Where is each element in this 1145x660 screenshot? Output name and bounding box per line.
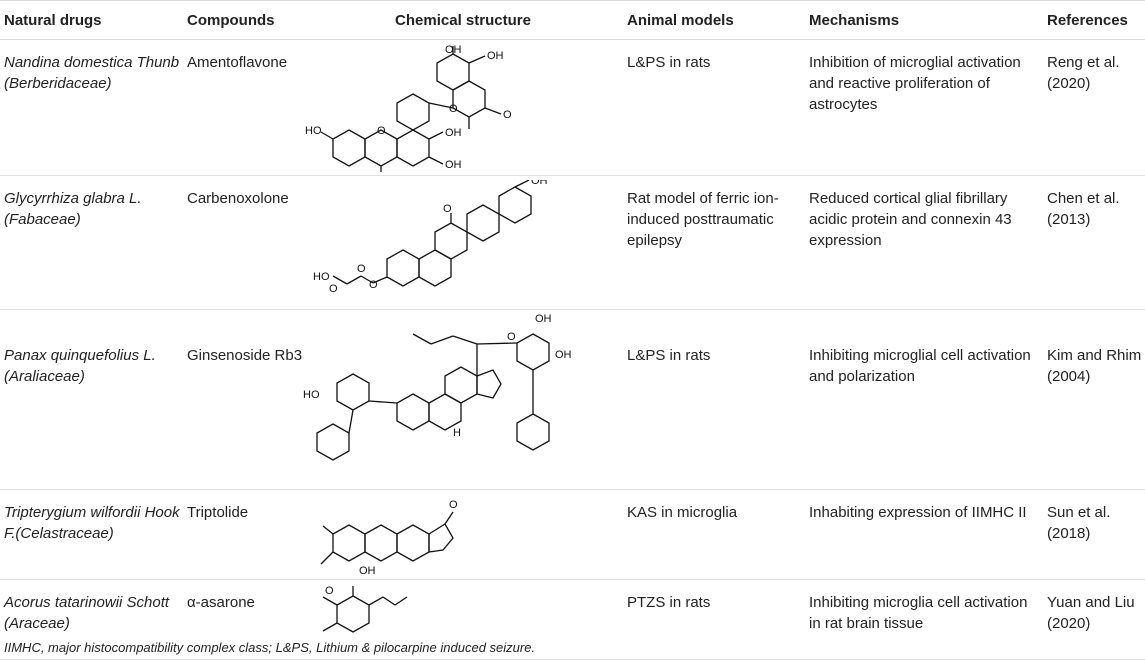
svg-text:HO: HO bbox=[313, 271, 330, 283]
drug-name: Panax quinquefolius L. (Araliaceae) bbox=[4, 347, 156, 385]
svg-text:OH: OH bbox=[359, 565, 376, 577]
compound-name: Triptolide bbox=[187, 504, 249, 521]
reference: Reng et al. (2020) bbox=[1047, 54, 1120, 92]
compound-name: Ginsenoside Rb3 bbox=[187, 347, 303, 364]
animal-model: KAS in microglia bbox=[627, 504, 738, 521]
chemical-structure-cell: OH O HO O O O bbox=[303, 176, 623, 310]
mechanism: Reduced cortical glial fibrillary acidic… bbox=[809, 190, 1012, 249]
svg-text:O: O bbox=[329, 283, 338, 295]
reference: Yuan and Liu (2020) bbox=[1047, 594, 1135, 632]
table-row: Glycyrrhiza glabra L. (Fabaceae) Carbeno… bbox=[0, 176, 1145, 310]
svg-text:O: O bbox=[369, 279, 378, 291]
svg-text:OH: OH bbox=[555, 349, 572, 361]
svg-text:O: O bbox=[443, 203, 452, 215]
drug-name: Nandina domestica Thunb (Berberidaceae) bbox=[4, 54, 180, 92]
mechanism: Inhibiting microglia cell activation in … bbox=[809, 594, 1028, 632]
header-chemical-structure: Chemical structure bbox=[303, 0, 623, 40]
svg-text:O: O bbox=[357, 263, 366, 275]
header-references: References bbox=[1043, 0, 1145, 40]
svg-text:OH: OH bbox=[531, 180, 548, 187]
drug-name: Glycyrrhiza glabra L. (Fabaceae) bbox=[4, 190, 142, 228]
compound-name: Carbenoxolone bbox=[187, 190, 289, 207]
header-row: Natural drugs Compounds Chemical structu… bbox=[0, 0, 1145, 40]
svg-text:O: O bbox=[377, 125, 386, 137]
compound-name: α-asarone bbox=[187, 594, 255, 611]
table-row: Panax quinquefolius L. (Araliaceae) Gins… bbox=[0, 310, 1145, 490]
reference: Sun et al. (2018) bbox=[1047, 504, 1111, 542]
compound-name: Amentoflavone bbox=[187, 54, 288, 71]
amentoflavone-structure-icon: OH OH O O HO OH OH O bbox=[305, 44, 512, 172]
chemical-structure-cell: OH OH O O HO OH OH O bbox=[303, 40, 623, 176]
carbenoxolone-structure-icon: OH O HO O O O bbox=[313, 180, 548, 295]
table-footnote: IIMHC, major histocompatibility complex … bbox=[4, 640, 536, 655]
svg-text:H: H bbox=[453, 427, 461, 439]
triptolide-structure-icon: O OH bbox=[320, 499, 458, 577]
ginsenoside-rb3-structure-icon: O OH HO H OH bbox=[303, 314, 572, 461]
chemical-structure-cell: O bbox=[303, 580, 623, 660]
table-row: Acorus tatarinowii Schott (Araceae) α-as… bbox=[0, 580, 1145, 660]
alpha-asarone-structure-icon: O bbox=[322, 585, 408, 633]
svg-text:HO: HO bbox=[305, 125, 322, 137]
header-natural-drugs: Natural drugs bbox=[0, 0, 183, 40]
svg-text:O: O bbox=[325, 585, 334, 597]
svg-text:OH: OH bbox=[487, 50, 504, 62]
header-animal-models: Animal models bbox=[623, 0, 805, 40]
svg-text:OH: OH bbox=[445, 44, 462, 56]
animal-model: L&PS in rats bbox=[627, 54, 711, 71]
svg-text:O: O bbox=[507, 331, 516, 343]
drug-name: Acorus tatarinowii Schott (Araceae) bbox=[4, 594, 170, 632]
svg-text:OH: OH bbox=[535, 314, 552, 325]
chemical-structure-cell: O OH bbox=[303, 490, 623, 580]
mechanism: Inhibition of microglial activation and … bbox=[809, 54, 1021, 113]
svg-text:HO: HO bbox=[303, 389, 320, 401]
animal-model: L&PS in rats bbox=[627, 347, 711, 364]
table-row: Tripterygium wilfordii Hook F.(Celastrac… bbox=[0, 490, 1145, 580]
chemical-structure-cell: O OH HO H OH bbox=[303, 310, 623, 490]
animal-model: Rat model of ferric ion-induced posttrau… bbox=[627, 190, 779, 249]
svg-text:O: O bbox=[503, 109, 512, 121]
drug-name: Tripterygium wilfordii Hook F.(Celastrac… bbox=[4, 504, 180, 542]
mechanism: Inhibiting microglial cell activation an… bbox=[809, 347, 1031, 385]
svg-text:OH: OH bbox=[445, 159, 462, 171]
reference: Kim and Rhim (2004) bbox=[1047, 347, 1142, 385]
svg-text:OH: OH bbox=[445, 127, 462, 139]
svg-text:O: O bbox=[449, 499, 458, 511]
mechanism: Inhabiting expression of IIMHC II bbox=[809, 504, 1027, 521]
table-row: Nandina domestica Thunb (Berberidaceae) … bbox=[0, 40, 1145, 176]
header-compounds: Compounds bbox=[183, 0, 303, 40]
svg-text:O: O bbox=[449, 103, 458, 115]
reference: Chen et al. (2013) bbox=[1047, 190, 1120, 228]
header-mechanisms: Mechanisms bbox=[805, 0, 1043, 40]
animal-model: PTZS in rats bbox=[627, 594, 711, 611]
